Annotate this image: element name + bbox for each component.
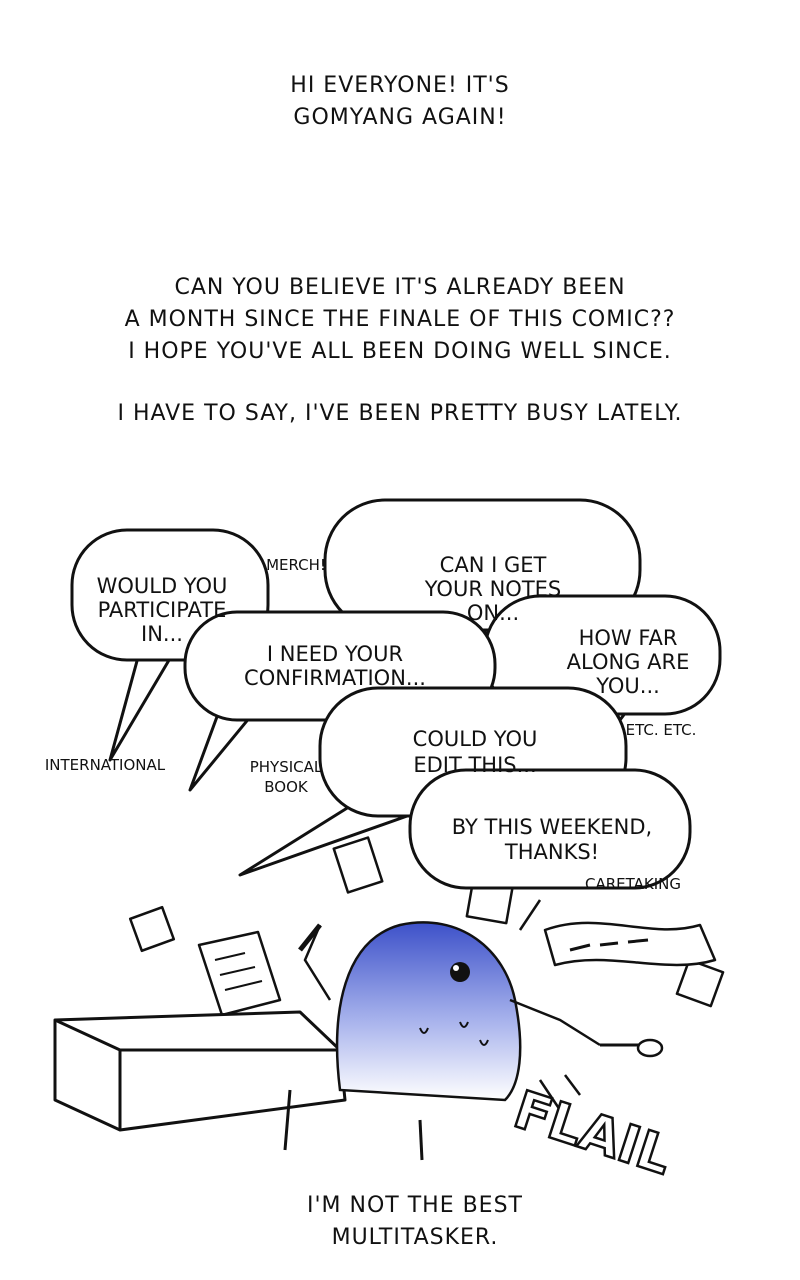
bubble-participate-line-1: WOULD YOU <box>97 574 228 598</box>
narration-paragraph-line-2: A MONTH SINCE THE FINALE OF THIS COMIC?? <box>124 307 676 332</box>
label-physical-book-line-1: PHYSICAL <box>250 758 323 776</box>
bubble-how-far-line-3: YOU... <box>595 674 660 698</box>
bubble-notes-line-2: YOUR NOTES <box>424 577 562 601</box>
narration-busy-line: I HAVE TO SAY, I'VE BEEN PRETTY BUSY LAT… <box>117 401 683 426</box>
bubble-notes-line-3: ON... <box>467 601 519 625</box>
narration-intro: HI EVERYONE! IT'S GOMYANG AGAIN! <box>0 70 800 134</box>
bubble-how-far-line-1: HOW FAR <box>579 626 678 650</box>
desk <box>53 1010 424 1161</box>
label-international: INTERNATIONAL <box>45 756 166 774</box>
narration-paragraph: CAN YOU BELIEVE IT'S ALREADY BEEN A MONT… <box>0 272 800 368</box>
narration-ending-line-1: I'M NOT THE BEST <box>307 1193 523 1218</box>
narration-ending-line-2: MULTITASKER. <box>331 1225 499 1250</box>
narration-busy: I HAVE TO SAY, I'VE BEEN PRETTY BUSY LAT… <box>0 398 800 430</box>
label-merch: MERCH! <box>266 556 326 574</box>
label-etc: ETC. ETC. <box>626 721 697 739</box>
bubble-participate-line-2: PARTICIPATE <box>98 598 227 622</box>
narration-paragraph-line-1: CAN YOU BELIEVE IT'S ALREADY BEEN <box>174 275 626 300</box>
sfx-flail: FLAIL <box>507 1080 679 1187</box>
bubble-how-far-line-2: ALONG ARE <box>567 650 690 674</box>
narration-intro-line-1: HI EVERYONE! IT'S <box>290 73 510 98</box>
bubble-edit-line-2: EDIT THIS... <box>413 753 536 777</box>
bubble-participate-line-3: IN... <box>141 622 183 646</box>
narration-paragraph-line-3: I HOPE YOU'VE ALL BEEN DOING WELL SINCE. <box>128 339 672 364</box>
bubble-weekend-line-2: THANKS! <box>504 840 599 864</box>
narration-ending: I'M NOT THE BEST MULTITASKER. <box>15 1190 800 1254</box>
bubble-weekend <box>408 768 692 890</box>
narration-intro-line-2: GOMYANG AGAIN! <box>293 105 507 130</box>
gomyang-character <box>298 899 664 1111</box>
bubble-notes-line-1: CAN I GET <box>440 553 547 577</box>
bubble-confirmation-line-1: I NEED YOUR <box>267 642 403 666</box>
bubble-weekend-line-1: BY THIS WEEKEND, <box>452 815 652 839</box>
bubble-edit-line-1: COULD YOU <box>413 727 538 751</box>
bubble-confirmation-line-2: CONFIRMATION... <box>244 666 426 690</box>
label-physical-book-line-2: BOOK <box>264 778 309 796</box>
label-caretaking: CARETAKING <box>585 875 681 893</box>
